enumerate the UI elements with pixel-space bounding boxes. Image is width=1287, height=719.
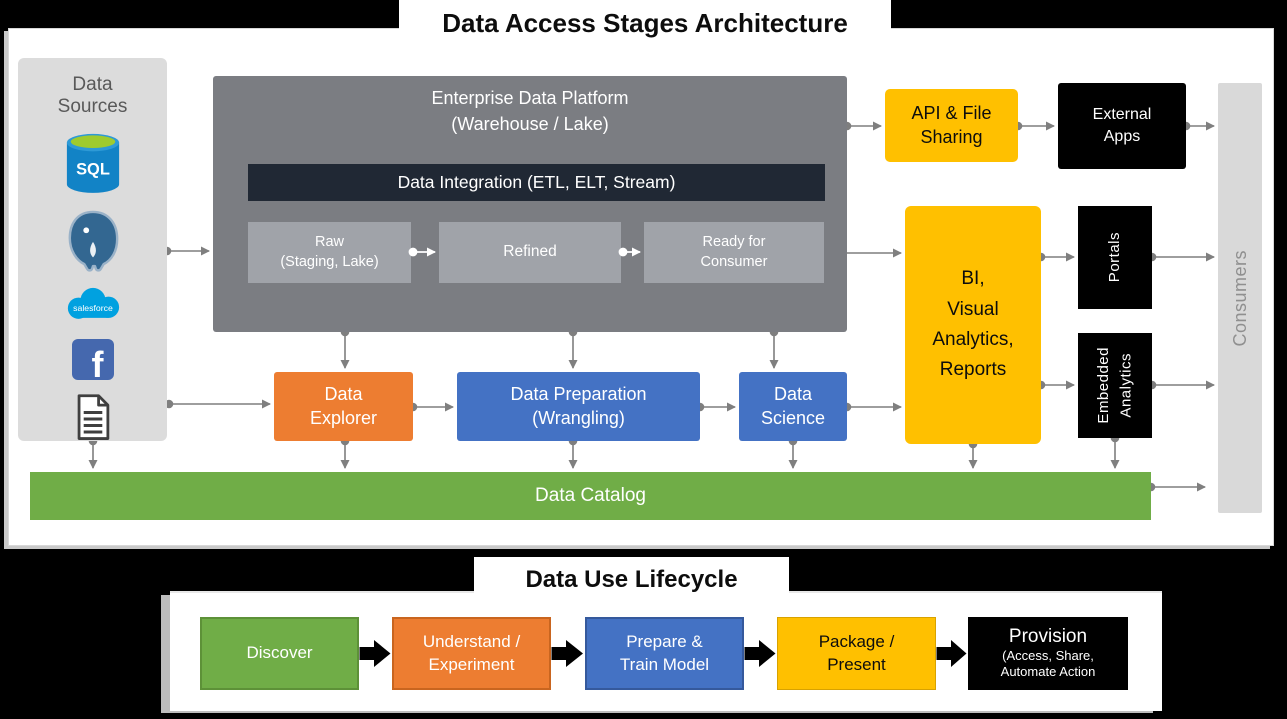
lifecycle-understand-experiment-box: Understand / Experiment <box>392 617 551 690</box>
data-explorer-box: Data Explorer <box>274 372 413 441</box>
provision-label: Provision <box>1008 626 1088 648</box>
salesforce-icon: salesforce <box>67 288 119 320</box>
data-preparation-box: Data Preparation (Wrangling) <box>457 372 700 441</box>
lifecycle-discover-box: Discover <box>200 617 359 690</box>
document-icon <box>77 394 109 440</box>
api-file-sharing-box: API & File Sharing <box>885 89 1018 162</box>
architecture-title-text: Data Access Stages Architecture <box>442 7 848 38</box>
portals-box: Portals <box>1078 206 1152 309</box>
provision-sublabel: (Access, Share, Automate Action <box>1000 648 1096 680</box>
lifecycle-prepare-train-model-box: Prepare & Train Model <box>585 617 744 690</box>
lifecycle-title: Data Use Lifecycle <box>474 557 789 602</box>
lifecycle-title-text: Data Use Lifecycle <box>525 565 738 593</box>
data-sources-box: Data Sources SQL salesforce <box>18 58 167 441</box>
bi-visual-analytics-box: BI, Visual Analytics, Reports <box>905 206 1041 444</box>
consumers-label: Consumers <box>1229 249 1250 347</box>
stage-refined: Refined <box>439 222 621 283</box>
embedded-analytics-label: Embedded Analytics <box>1094 347 1135 424</box>
postgresql-icon <box>68 210 118 272</box>
architecture-title: Data Access Stages Architecture <box>399 0 891 46</box>
sql-label: SQL <box>76 160 110 178</box>
enterprise-data-platform-box: Enterprise Data Platform (Warehouse / La… <box>213 76 847 332</box>
data-catalog-bar: Data Catalog <box>30 472 1151 520</box>
platform-title: Enterprise Data Platform (Warehouse / La… <box>431 88 629 135</box>
architecture-panel: Data Sources SQL salesforce <box>8 28 1274 546</box>
embedded-analytics-box: Embedded Analytics <box>1078 333 1152 438</box>
facebook-icon: f <box>71 339 114 380</box>
portals-label: Portals <box>1105 232 1123 283</box>
lifecycle-panel: Discover Understand / Experiment Prepare… <box>170 593 1162 711</box>
facebook-f-glyph: f <box>91 344 104 380</box>
stage-raw: Raw (Staging, Lake) <box>248 222 411 283</box>
data-integration-bar: Data Integration (ETL, ELT, Stream) <box>248 164 825 201</box>
external-apps-box: External Apps <box>1058 83 1186 169</box>
stage-ready-for-consumer: Ready for Consumer <box>644 222 824 283</box>
lifecycle-provision-box: Provision (Access, Share, Automate Actio… <box>968 617 1128 690</box>
data-sources-label: Data Sources <box>57 74 128 118</box>
consumers-bar: Consumers <box>1218 83 1262 513</box>
lifecycle-package-present-box: Package / Present <box>777 617 936 690</box>
salesforce-label: salesforce <box>73 304 113 314</box>
data-science-box: Data Science <box>739 372 847 441</box>
sql-database-icon: SQL <box>66 133 119 193</box>
